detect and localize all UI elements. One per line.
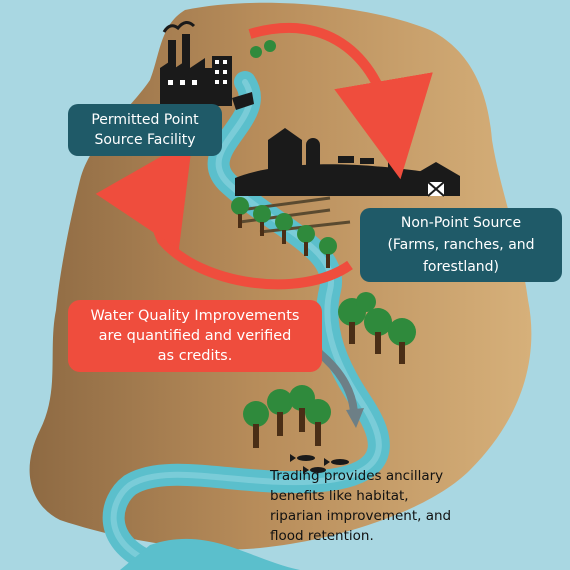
trading-benefits-text: Trading provides ancillary benefits like…: [270, 466, 520, 546]
flow-arrow-icon: [315, 348, 358, 413]
trading-line-4: flood retention.: [270, 528, 374, 544]
tree-group-river: [231, 40, 337, 268]
water-quality-line-2: are quantified and verified: [98, 328, 292, 344]
non-point-source-label: Non-Point Source (Farms, ranches, and fo…: [360, 208, 562, 282]
fish-icon: [290, 454, 349, 474]
cycle-arrow-bottom: [95, 138, 353, 290]
water-quality-line-1: Water Quality Improvements: [90, 308, 300, 324]
non-point-line-3: forestland): [422, 259, 500, 275]
point-source-label: Permitted Point Source Facility: [68, 104, 222, 156]
river-highlight: [110, 79, 382, 565]
cycle-arrow-top: [248, 22, 433, 180]
non-point-line-2: (Farms, ranches, and: [387, 237, 535, 253]
trading-line-3: riparian improvement, and: [270, 508, 452, 524]
non-point-line-1: Non-Point Source: [400, 215, 522, 231]
tree-group-lower: [243, 385, 331, 448]
river-delta: [120, 538, 300, 570]
water-quality-label: Water Quality Improvements are quantifie…: [68, 300, 322, 372]
trading-line-2: benefits like habitat,: [270, 488, 409, 504]
tree-group-middle: [338, 292, 416, 364]
water-quality-line-3: as credits.: [157, 348, 233, 364]
trading-line-1: Trading provides ancillary: [270, 468, 444, 484]
point-source-line-1: Permitted Point: [91, 112, 199, 128]
point-source-line-2: Source Facility: [94, 132, 196, 148]
factory-icon: [160, 21, 254, 110]
